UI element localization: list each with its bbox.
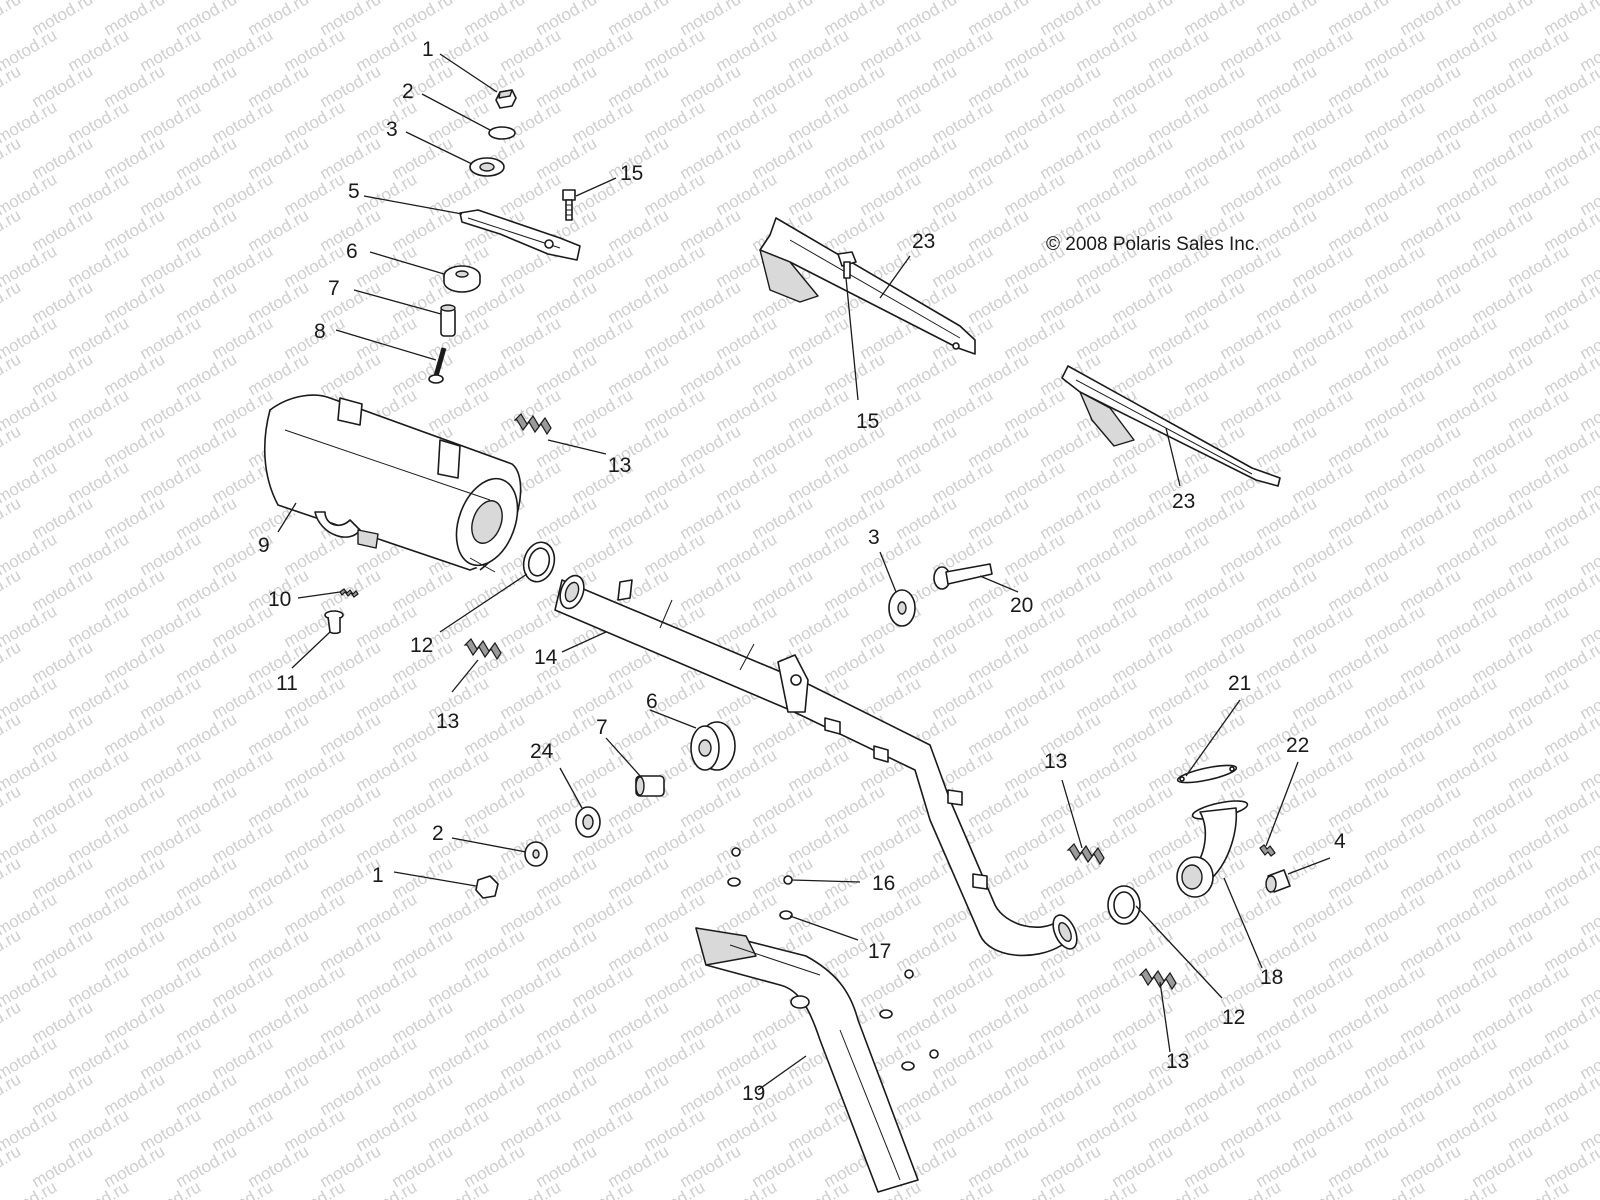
callout-1a: 1: [422, 38, 434, 61]
flange-gasket-part: [1176, 764, 1238, 784]
callout-15b: 15: [856, 410, 879, 433]
callout-13c: 13: [1044, 750, 1067, 773]
grommet-part-top: [443, 265, 481, 293]
callout-4: 4: [1334, 830, 1346, 853]
leader-lines: [277, 53, 1331, 1091]
screw-part: [428, 347, 447, 384]
flat-washer-part-top: [469, 157, 505, 177]
callout-9: 9: [258, 534, 270, 557]
callout-18: 18: [1260, 966, 1283, 989]
flat-washer-part-right: [888, 589, 916, 627]
callout-2a: 2: [402, 80, 414, 103]
callout-22: 22: [1286, 734, 1309, 757]
callout-23b: 23: [1172, 490, 1195, 513]
nut-part-lower: [475, 875, 499, 899]
gasket-part-right: [1107, 885, 1141, 925]
small-spring-part: [1259, 844, 1276, 857]
callout-15a: 15: [620, 162, 643, 185]
spring-pin-part: [339, 588, 359, 598]
washer-part-top: [488, 126, 516, 140]
callout-3b: 3: [868, 526, 880, 549]
callout-2b: 2: [432, 822, 444, 845]
exhaust-pipe-part: [554, 574, 1078, 957]
heat-shield-part-lower: [1061, 365, 1281, 487]
spring-part-right: [1066, 843, 1105, 866]
spring-part-upper: [513, 413, 552, 436]
copyright-notice: © 2008 Polaris Sales Inc.: [1046, 234, 1260, 255]
collar-part: [1265, 869, 1291, 893]
callout-labels: 1 2 3 5 15 6 7 8 13 9 10 11 12 13 14 23 …: [258, 38, 1346, 1105]
bracket-part: [459, 209, 581, 261]
callout-10: 10: [268, 588, 291, 611]
callout-24: 24: [530, 740, 554, 763]
callout-11: 11: [276, 672, 298, 695]
heat-shield-part-upper: [759, 217, 976, 355]
callout-6a: 6: [346, 240, 358, 263]
callout-19: 19: [742, 1082, 765, 1105]
bolt-part-top: [562, 189, 576, 221]
callout-14: 14: [534, 646, 558, 669]
callout-16: 16: [872, 872, 895, 895]
washer-part-24: [575, 806, 601, 838]
callout-1b: 1: [372, 864, 384, 887]
callout-12b: 12: [1222, 1006, 1245, 1029]
muffler-part: [264, 394, 522, 573]
callout-12a: 12: [410, 634, 433, 657]
callout-7b: 7: [596, 716, 608, 739]
watermark-text: motod.ru: [1577, 0, 1600, 3]
grommet-part-lower: [690, 721, 736, 771]
callout-20: 20: [1010, 594, 1033, 617]
sleeve-part-top: [440, 304, 456, 337]
sleeve-part-lower: [635, 775, 665, 797]
callout-13b: 13: [436, 710, 459, 733]
spring-part-bottom: [1138, 968, 1177, 991]
header-pipe-part: [1176, 800, 1249, 898]
callout-21: 21: [1228, 672, 1251, 695]
callout-5: 5: [348, 180, 360, 203]
nut-part-top: [495, 89, 517, 109]
spring-part-lower-left: [463, 638, 502, 661]
callout-17: 17: [868, 940, 891, 963]
bolt-part-right: [933, 563, 993, 590]
callout-7a: 7: [328, 277, 340, 300]
gasket-part-left: [522, 541, 556, 583]
bushing-part: [324, 610, 344, 635]
washer-part-lower: [524, 841, 548, 867]
callout-13d: 13: [1166, 1050, 1189, 1073]
pipe-heat-shield-part: [695, 927, 919, 1193]
callout-23a: 23: [912, 230, 935, 253]
callout-13a: 13: [608, 454, 631, 477]
callout-3a: 3: [386, 118, 398, 141]
callout-8: 8: [314, 320, 326, 343]
callout-6b: 6: [646, 690, 658, 713]
